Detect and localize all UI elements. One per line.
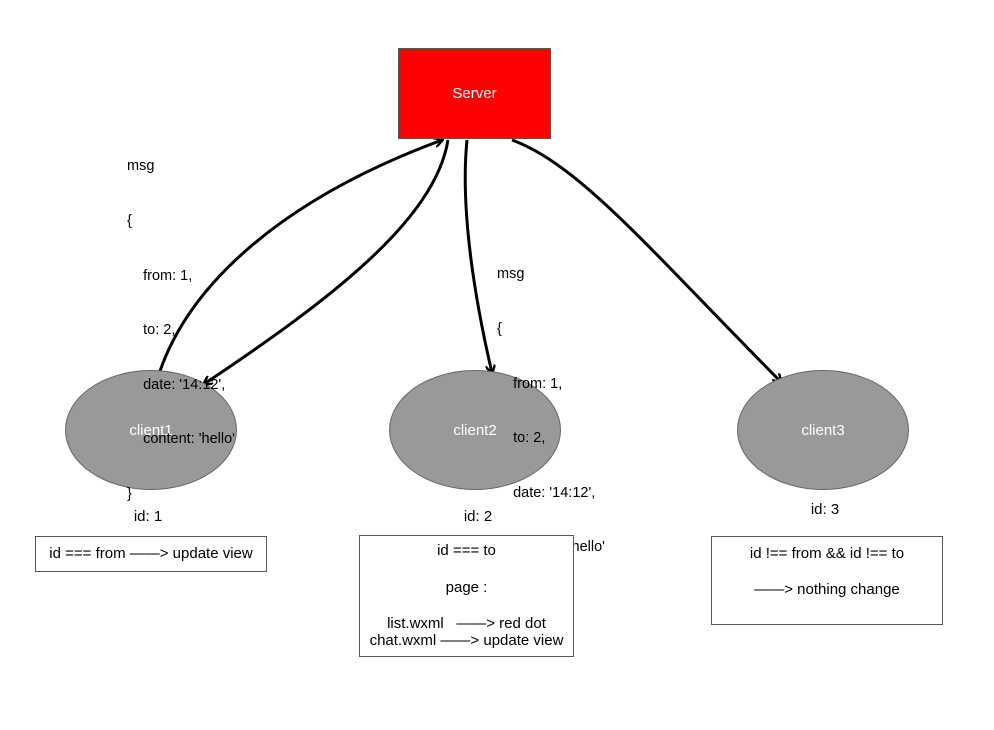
msg-line: { — [497, 321, 502, 338]
msg-line: msg — [497, 266, 525, 283]
msg-line: date: '14:12', — [497, 484, 596, 501]
client3-rule-line: id !== from && id !== to — [749, 545, 905, 562]
msg-line: from: 1, — [497, 375, 563, 392]
client1-label: client1 — [129, 421, 173, 439]
client3-id: id: 3 — [810, 501, 840, 518]
client1-rule-box: id === from ——> update view — [35, 536, 267, 572]
server-node: Server — [398, 48, 551, 139]
msg-line: from: 1, — [127, 267, 193, 284]
client1-id: id: 1 — [133, 508, 163, 525]
arrow-client1-to-server — [158, 140, 442, 372]
client2-rule-box: id === to page : list.wxml ——> red dot c… — [359, 535, 574, 657]
msg-line: } — [127, 486, 132, 503]
client2-rule-line: page : — [445, 579, 488, 596]
client2-id: id: 2 — [463, 508, 493, 525]
client2-rule-line: chat.wxml ——> update view — [369, 632, 564, 649]
msg-line: to: 2, — [127, 322, 176, 339]
client2-rule-line: id === to — [437, 542, 496, 559]
client2-label: client2 — [453, 421, 497, 439]
client3-rule-box: id !== from && id !== to ——> nothing cha… — [711, 536, 943, 625]
arrow-server-to-client2 — [463, 139, 492, 373]
client3-label: client3 — [801, 421, 845, 439]
client3-node: client3 — [737, 370, 909, 490]
msg-line: to: 2, — [497, 430, 546, 447]
msg-line: date: '14:12', — [127, 376, 226, 393]
arrow-server-to-client3 — [511, 138, 781, 382]
client1-rule-line: id === from ——> update view — [49, 545, 253, 562]
server-label: Server — [452, 85, 497, 102]
arrow-server-to-client1 — [204, 139, 450, 384]
client3-rule-line: ——> nothing change — [754, 581, 900, 598]
client2-rule-line: list.wxml ——> red dot — [387, 615, 546, 632]
msg-block-1: msg { from: 1, to: 2, date: '14:12', con… — [127, 121, 235, 521]
client2-node: client2 — [389, 370, 561, 490]
msg-line: content: 'hello' — [127, 431, 235, 448]
client1-node: client1 — [65, 370, 237, 490]
msg-line: { — [127, 213, 132, 230]
msg-line: msg — [127, 158, 155, 175]
